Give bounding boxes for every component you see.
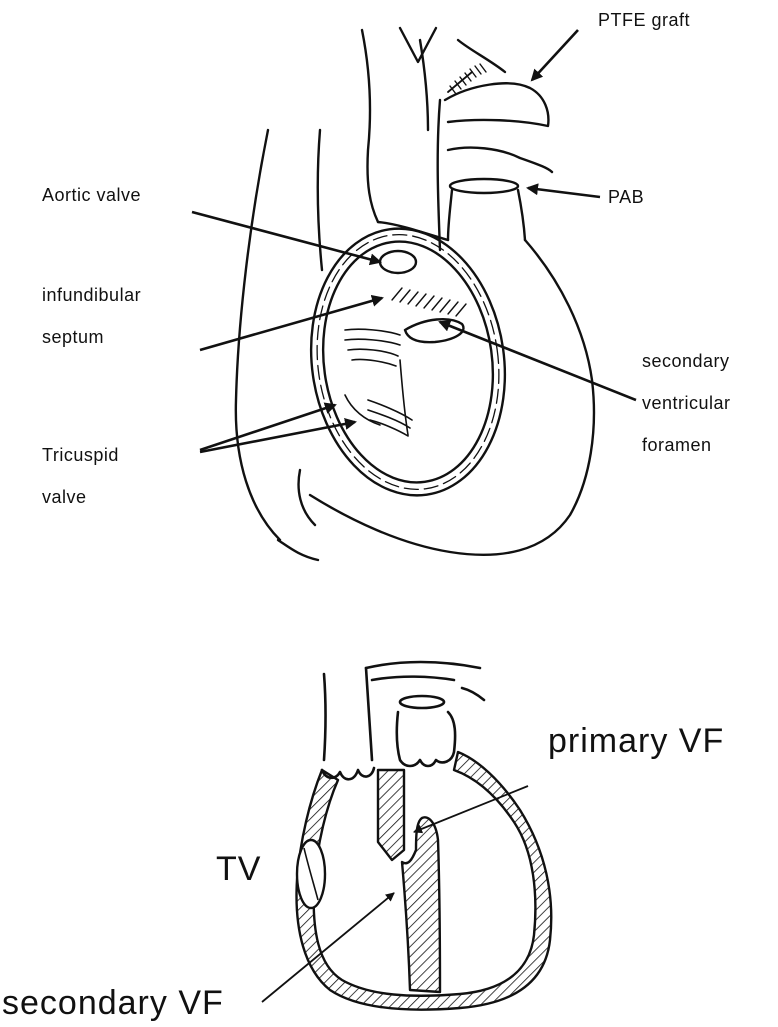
label-pab: PAB bbox=[608, 188, 644, 206]
aorta-wall bbox=[438, 100, 440, 250]
label-foramen: foramen bbox=[642, 436, 712, 454]
pulmonary-valve-bumps bbox=[397, 712, 455, 766]
pa-trunk-right bbox=[518, 190, 525, 240]
aorta-top-curve-2 bbox=[372, 677, 454, 680]
aorta-top-curve bbox=[366, 662, 480, 668]
aortic-branch-left bbox=[400, 28, 436, 62]
aortic-branch-right bbox=[458, 40, 505, 72]
ventriculotomy-stitches bbox=[301, 223, 515, 502]
label-ptfe-graft: PTFE graft bbox=[598, 11, 690, 29]
top-heart-figure bbox=[236, 28, 594, 560]
septum-right bbox=[402, 817, 440, 992]
label-aortic-valve: Aortic valve bbox=[42, 186, 141, 204]
secondary-vf-outline bbox=[405, 319, 463, 342]
pab-band bbox=[450, 179, 518, 193]
arrow-infundibular bbox=[200, 298, 382, 350]
tricuspid-chordae bbox=[345, 329, 412, 436]
pulmonary-artery bbox=[448, 148, 552, 172]
arrow-secondary-vf bbox=[440, 322, 636, 400]
septum-left bbox=[378, 770, 404, 860]
lower-vessel bbox=[278, 540, 318, 560]
ventriculotomy-outer bbox=[294, 216, 521, 508]
label-secondary: secondary bbox=[642, 352, 730, 370]
pa-trunk-left bbox=[448, 190, 452, 240]
label-secondary-vf: secondary VF bbox=[2, 986, 224, 1020]
ventricle-outer bbox=[310, 240, 594, 555]
ptfe-graft bbox=[445, 83, 548, 126]
arrow-tricuspid-2 bbox=[200, 422, 355, 452]
label-valve: valve bbox=[42, 488, 87, 506]
aorta-right-wall bbox=[366, 668, 372, 760]
ventricle-walls bbox=[297, 752, 552, 1010]
ra-outline bbox=[236, 130, 280, 540]
aorta-left-wall bbox=[324, 674, 326, 760]
label-tv: TV bbox=[216, 852, 261, 886]
arrow-pab bbox=[528, 188, 600, 197]
arrow-aortic-valve bbox=[192, 212, 380, 262]
aorta-top-curve-3 bbox=[462, 688, 484, 700]
label-tricuspid: Tricuspid bbox=[42, 446, 119, 464]
arrow-ptfe bbox=[532, 30, 578, 80]
label-primary-vf: primary VF bbox=[548, 724, 724, 758]
pab-band-bottom bbox=[400, 696, 444, 708]
top-arrows bbox=[192, 30, 636, 452]
label-septum: septum bbox=[42, 328, 104, 346]
arrow-tricuspid-1 bbox=[200, 405, 335, 450]
ivc-left bbox=[318, 130, 322, 270]
aortic-valve-shape bbox=[380, 251, 416, 273]
label-ventricular: ventricular bbox=[642, 394, 731, 412]
infundibular-septum-hatch bbox=[392, 288, 466, 316]
svc-left-wall bbox=[362, 30, 378, 222]
label-infundibular: infundibular bbox=[42, 286, 141, 304]
